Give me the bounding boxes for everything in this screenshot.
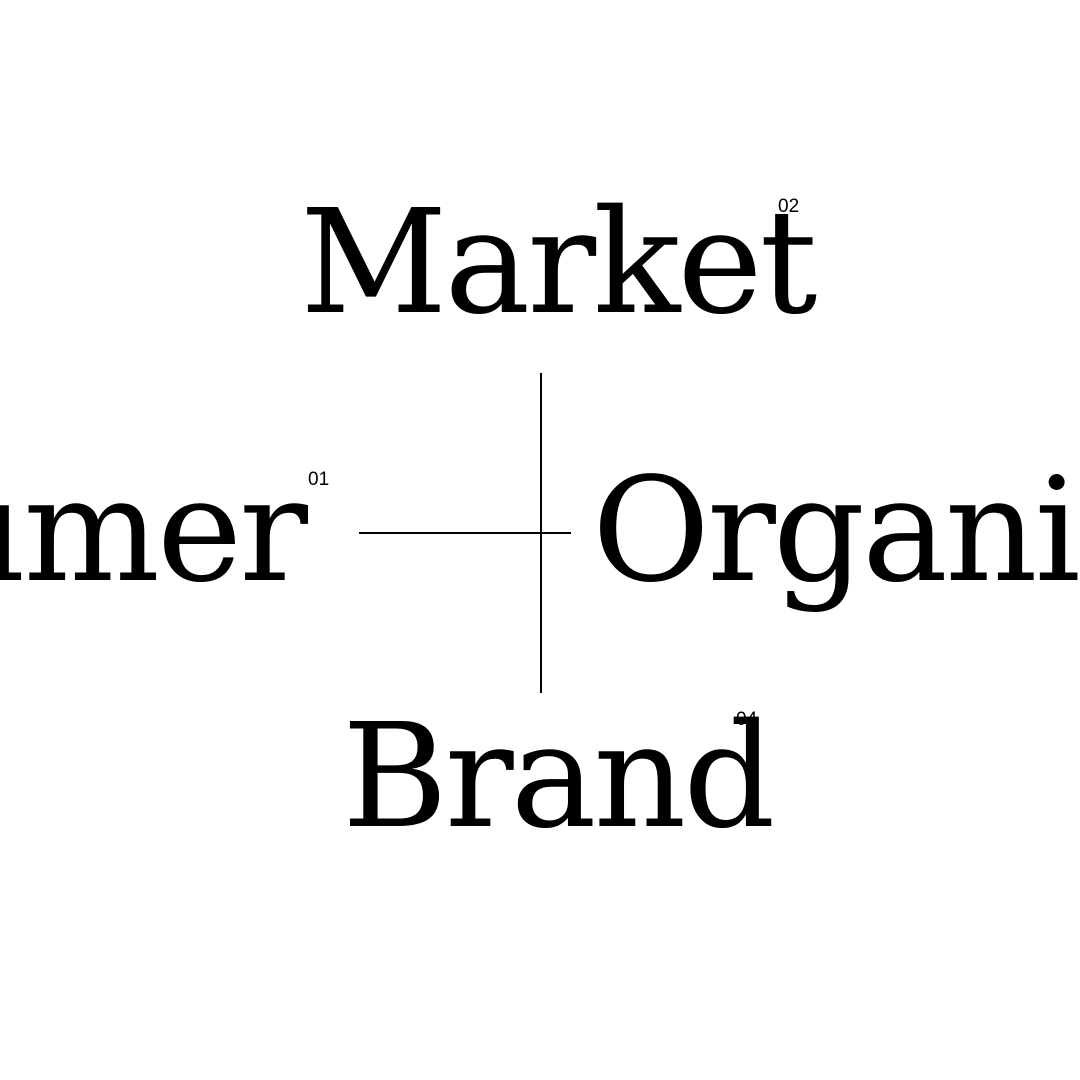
term-brand-number: 04 <box>736 709 758 730</box>
term-organisation: Organisation <box>592 446 1080 614</box>
term-consumer-number: 01 <box>308 469 330 490</box>
term-market: Market <box>300 178 817 346</box>
term-market-number: 02 <box>778 196 800 217</box>
term-brand: Brand <box>342 692 775 860</box>
horizontal-axis-line <box>359 532 571 534</box>
term-consumer: Consumer <box>0 446 308 614</box>
